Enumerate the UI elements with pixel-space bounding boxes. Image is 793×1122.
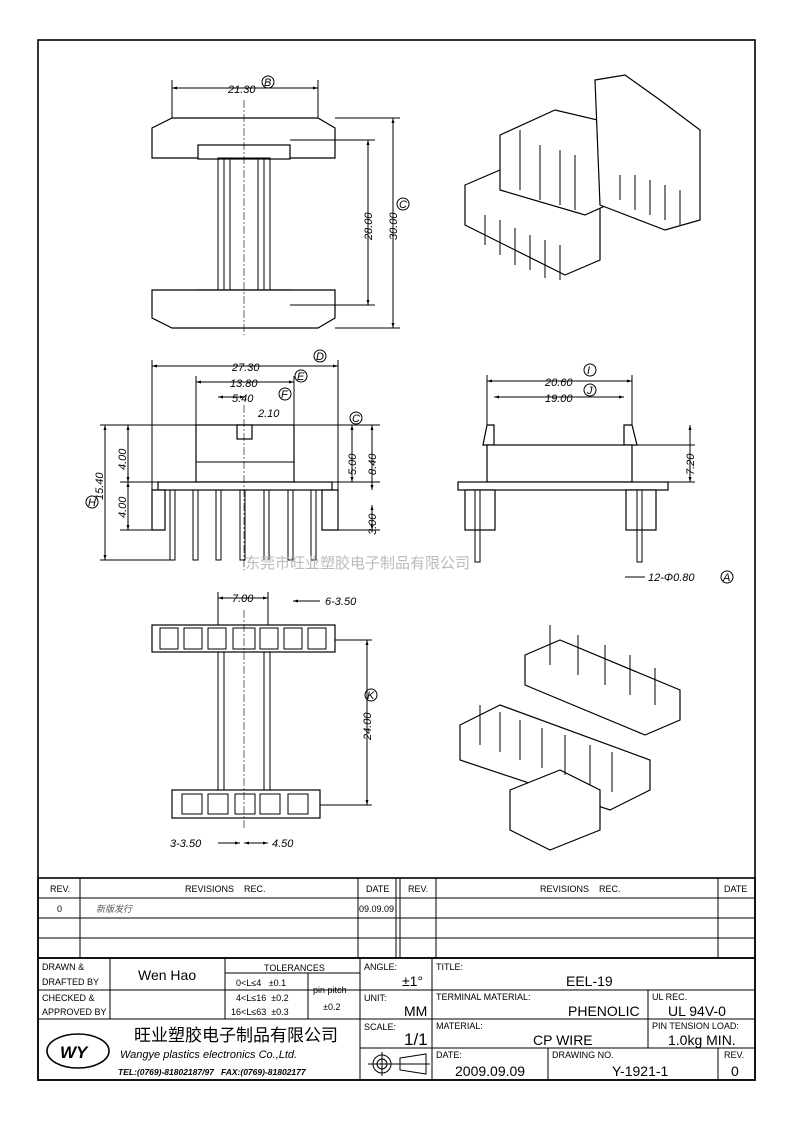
- dim-front-pin-height: 3.00: [367, 513, 379, 535]
- logo-text: WY: [60, 1043, 89, 1062]
- revision-rev: 0: [57, 904, 62, 914]
- balloon-c: C: [399, 199, 407, 211]
- dim-front-flange-height: 4.00: [117, 496, 129, 518]
- unit-label: UNIT:: [364, 993, 387, 1003]
- terminal-material-value: PHENOLIC: [568, 1003, 640, 1019]
- dim-front-slot-width: 5.40: [232, 393, 254, 405]
- angle-label: ANGLE:: [364, 962, 397, 972]
- approved-label: APPROVED BY: [42, 1007, 107, 1017]
- balloon-i: I: [587, 365, 590, 377]
- drawing-no-value: Y-1921-1: [612, 1063, 669, 1079]
- side-view: 20.60 I 19.00 J 7.20 12-Φ0.80 A: [457, 363, 734, 584]
- tolerances-label: TOLERANCES: [264, 963, 325, 973]
- tolerance-3: 16<L≤63 ±0.3: [231, 1007, 289, 1017]
- dim-bottom-top-pitch: 6-3.50: [325, 596, 357, 608]
- rev-header: REV.: [50, 884, 70, 894]
- dim-front-body-height: 8.40: [367, 453, 379, 475]
- unit-value: MM: [404, 1003, 427, 1019]
- date-header-2: DATE: [724, 884, 747, 894]
- rev-value: 0: [731, 1063, 739, 1079]
- dim-front-total-height: 15.40: [94, 472, 106, 500]
- isometric-view-bottom: [459, 625, 681, 851]
- dim-bottom-offset: 4.50: [272, 838, 294, 850]
- tolerance-1: 0<L≤4 ±0.1: [236, 978, 286, 988]
- balloon-k: K: [367, 690, 375, 702]
- balloon-d: D: [316, 351, 324, 363]
- ul-rec-label: UL REC.: [652, 992, 687, 1002]
- company-logo: WY: [46, 1033, 110, 1069]
- top-view: 21.30 B 28.00 30.00 C: [151, 75, 410, 335]
- material-value: CP WIRE: [533, 1032, 593, 1048]
- tolerance-2: 4<L≤16 ±0.2: [236, 993, 289, 1003]
- dim-top-width: 21.30: [227, 84, 256, 96]
- revision-rec: 新版发行: [96, 904, 134, 914]
- balloon-b: B: [264, 77, 271, 89]
- dim-top-inner-height: 28.00: [363, 212, 375, 241]
- company-name-en: Wangye plastics electronics Co.,Ltd.: [120, 1049, 297, 1061]
- dim-bottom-pitch: 3-3.50: [170, 838, 202, 850]
- scale-label: SCALE:: [364, 1022, 396, 1032]
- dim-front-slot-depth: 2.10: [257, 408, 280, 420]
- dim-front-overall-width: 27.30: [231, 362, 260, 374]
- front-view: 27.30 D 13.80 E 5.40 F 2.10 C 15.40 H 4.…: [85, 349, 380, 570]
- balloon-f: F: [281, 389, 289, 401]
- balloon-c2: C: [352, 413, 360, 425]
- pin-tension-value: 1.0kg MIN.: [668, 1032, 736, 1048]
- terminal-material-label: TERMINAL MATERIAL:: [436, 992, 531, 1002]
- title-label: TITLE:: [436, 962, 463, 972]
- checked-label: CHECKED &: [42, 993, 95, 1003]
- company-contact: TEL:(0769)-81802187/97 FAX:(0769)-818021…: [118, 1067, 307, 1077]
- projection-symbol-icon: [368, 1052, 430, 1076]
- rev-label: REV.: [724, 1050, 744, 1060]
- rev-header-2: REV.: [408, 884, 428, 894]
- pin-pitch-tolerance: ±0.2: [323, 1002, 340, 1012]
- revision-table: REV. REVISIONS REC. DATE REV. REVISIONS …: [37, 877, 756, 959]
- balloon-e: E: [297, 371, 305, 383]
- angle-value: ±1°: [402, 973, 423, 989]
- title-value: EEL-19: [566, 973, 613, 989]
- dim-side-inner-width: 19.00: [545, 393, 573, 405]
- dim-front-upper-height: 4.00: [117, 448, 129, 470]
- isometric-view-top: [464, 74, 701, 280]
- dim-side-height: 7.20: [685, 453, 697, 475]
- pin-tension-label: PIN TENSION LOAD:: [652, 1021, 739, 1031]
- drawn-label: DRAWN &: [42, 962, 84, 972]
- material-label: MATERIAL:: [436, 1021, 483, 1031]
- dim-front-core-height: 5.00: [347, 453, 359, 475]
- pin-pitch-label: pin pitch: [313, 985, 347, 995]
- revisions-header-2: REVISIONS REC.: [540, 884, 621, 894]
- drawing-no-label: DRAWING NO.: [552, 1050, 614, 1060]
- revisions-header: REVISIONS REC.: [185, 884, 266, 894]
- dim-side-outer-width: 20.60: [544, 377, 573, 389]
- bottom-view: 7.00 6-3.50 24.00 K 3-3.50 4.50: [151, 592, 378, 850]
- balloon-a: A: [722, 572, 730, 584]
- date-label: DATE:: [436, 1050, 462, 1060]
- balloon-h: H: [88, 497, 96, 509]
- balloon-j: J: [586, 385, 593, 397]
- dim-top-height: 30.00: [388, 212, 400, 240]
- drafted-label: DRAFTED BY: [42, 977, 99, 987]
- scale-value: 1/1: [404, 1030, 428, 1049]
- date-value: 2009.09.09: [455, 1063, 525, 1079]
- dim-pin-spec: 12-Φ0.80: [648, 572, 695, 584]
- title-block: DRAWN & DRAFTED BY Wen Hao CHECKED & APP…: [37, 957, 756, 1081]
- dim-bottom-pin-span: 7.00: [232, 593, 254, 605]
- date-header: DATE: [366, 884, 389, 894]
- dim-bottom-length: 24.00: [362, 712, 374, 741]
- watermark: 东莞市旺业塑胶电子制品有限公司: [245, 555, 470, 572]
- revision-date: 09.09.09: [359, 904, 394, 914]
- ul-rec-value: UL 94V-0: [668, 1003, 726, 1019]
- company-name-cn: 旺业塑胶电子制品有限公司: [134, 1026, 338, 1045]
- drawn-by: Wen Hao: [138, 967, 196, 983]
- dim-front-body-width: 13.80: [230, 378, 258, 390]
